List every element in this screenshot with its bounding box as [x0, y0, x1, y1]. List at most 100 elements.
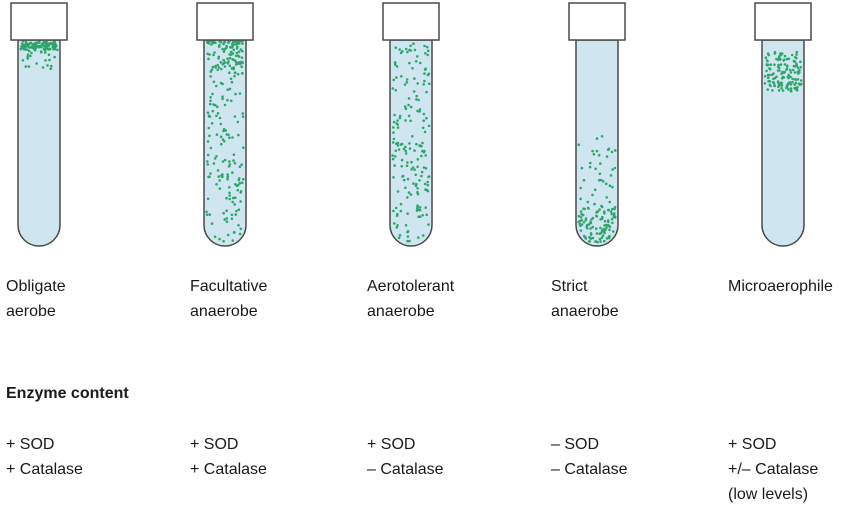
test-tube-4 — [568, 2, 626, 247]
bacterium — [589, 161, 592, 165]
bacterium — [403, 105, 407, 108]
bacterium — [608, 200, 611, 204]
bacterium — [791, 80, 794, 84]
bacterium — [232, 231, 236, 234]
bacterium — [768, 83, 772, 87]
bacterium — [226, 88, 229, 91]
enzyme-aerotolerant-anaerobe: + SOD – Catalase — [367, 436, 444, 478]
bacterium — [206, 153, 210, 157]
bacterium — [398, 48, 402, 51]
bacterium — [226, 62, 230, 65]
bacterium — [397, 236, 401, 240]
bacterium — [209, 146, 213, 150]
bacterium — [240, 163, 243, 166]
bacterium — [215, 84, 218, 88]
bacterium — [785, 67, 789, 70]
bacterium — [21, 59, 25, 62]
bacterium — [785, 85, 789, 89]
bacterium — [227, 165, 231, 168]
bacterium — [426, 49, 430, 53]
bacterium — [232, 153, 236, 156]
bacterium — [32, 45, 35, 48]
bacterium — [205, 210, 208, 214]
bacterium — [582, 234, 586, 238]
bacterium — [29, 46, 33, 49]
bacterium — [589, 227, 592, 230]
bacterium — [218, 116, 222, 120]
bacterium — [208, 53, 211, 56]
bacterium — [600, 135, 604, 138]
bacterium — [220, 174, 223, 177]
bacterium — [771, 89, 774, 92]
bacterium — [48, 58, 51, 62]
bacterium — [407, 103, 410, 107]
bacterium — [214, 103, 217, 107]
bacterium — [24, 65, 28, 68]
bacterium — [220, 67, 223, 71]
bacterium — [407, 97, 411, 100]
bacterium — [400, 158, 404, 162]
bacterium — [783, 70, 786, 74]
bacterium — [399, 209, 403, 213]
bacterium — [423, 79, 426, 83]
bacterium — [232, 159, 235, 162]
bacterium — [607, 236, 610, 239]
bacterium — [214, 41, 217, 44]
bacterium — [406, 196, 409, 199]
bacterium — [787, 76, 790, 80]
bacterium — [391, 157, 395, 161]
bacterium — [226, 98, 229, 102]
bacterium — [408, 147, 412, 150]
bacterium — [579, 210, 583, 213]
test-tube-5 — [754, 2, 812, 247]
bacterium — [214, 66, 217, 69]
bacterium — [27, 65, 31, 68]
bacterium — [222, 211, 225, 215]
bacterium — [393, 222, 396, 225]
bacterium — [421, 149, 424, 153]
bacterium — [25, 48, 29, 51]
bacterium — [413, 149, 416, 152]
bacterium — [421, 126, 425, 130]
bacterium — [234, 54, 238, 58]
bacterium — [216, 169, 220, 172]
bacterium — [228, 160, 231, 163]
bacterium — [777, 85, 780, 89]
bacterium — [405, 81, 409, 84]
bacterium — [238, 232, 242, 236]
test-tube-3 — [382, 2, 440, 247]
bacterium — [395, 122, 399, 125]
bacterium — [230, 217, 234, 221]
bacterium — [404, 119, 407, 122]
bacterium — [426, 53, 430, 57]
bacterium — [404, 186, 407, 190]
bacterium — [602, 227, 606, 231]
bacterium — [776, 69, 780, 72]
bacterium — [236, 188, 239, 192]
bacterium — [221, 95, 224, 98]
bacterium — [763, 75, 767, 78]
bacterium — [396, 212, 399, 216]
bacterium — [228, 163, 232, 166]
bacterium — [35, 62, 38, 65]
bacterium — [787, 73, 790, 77]
bacterium — [207, 126, 211, 130]
bacterium — [239, 60, 243, 64]
bacterium — [399, 143, 403, 146]
bacterium — [406, 230, 409, 234]
bacterium — [586, 206, 590, 210]
bacterium — [222, 58, 225, 62]
bacterium — [603, 211, 606, 215]
bacterium — [409, 44, 412, 48]
bacterium — [230, 213, 234, 217]
bacterium — [31, 43, 34, 46]
bacterium — [22, 48, 26, 51]
bacterium — [793, 60, 797, 64]
bacterium — [234, 196, 237, 199]
bacterium — [593, 202, 596, 206]
bacterium — [399, 202, 403, 206]
bacterium — [789, 75, 792, 79]
bacterium — [417, 236, 420, 239]
bacterium — [588, 239, 591, 243]
bacterium — [218, 179, 221, 182]
